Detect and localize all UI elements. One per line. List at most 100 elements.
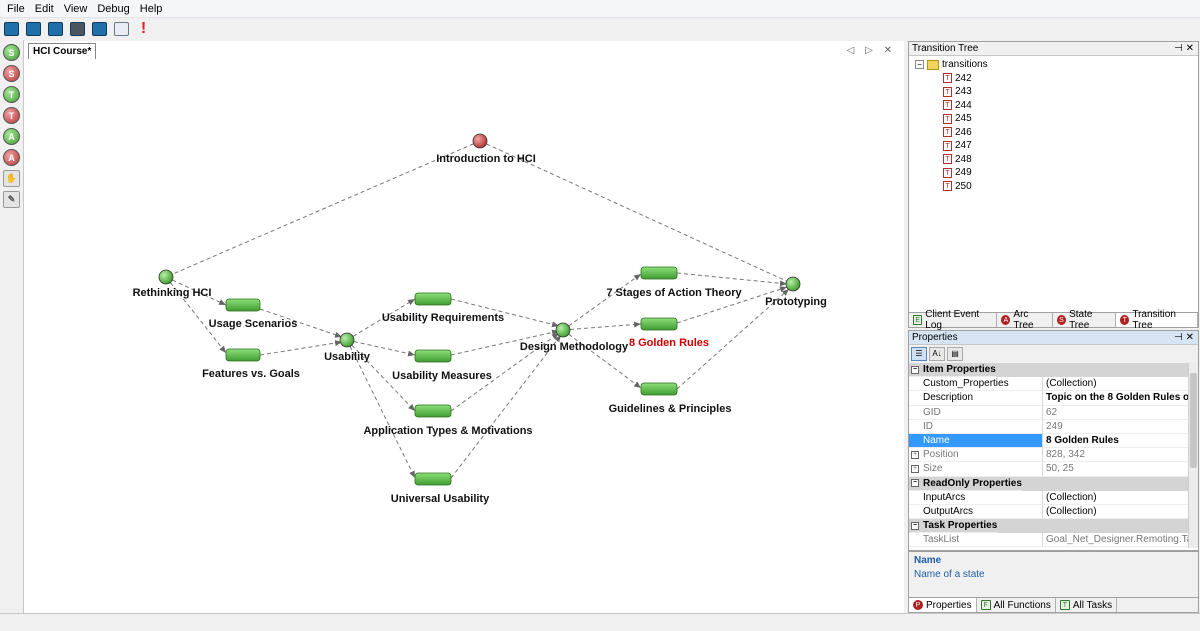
arc[interactable] — [165, 140, 481, 278]
expand-icon[interactable]: + — [911, 450, 919, 459]
menu-debug[interactable]: Debug — [97, 2, 130, 15]
alphabetical-icon[interactable]: A↓ — [929, 347, 945, 361]
property-value[interactable]: Topic on the 8 Golden Rules of HC — [1043, 391, 1198, 406]
arc-tool-a-icon[interactable]: A — [3, 128, 20, 145]
transition-guidelines[interactable]: Guidelines & Principles — [609, 382, 732, 415]
transition-usage[interactable]: Usage Scenarios — [209, 298, 298, 330]
arc[interactable] — [450, 332, 560, 412]
save-button[interactable] — [46, 20, 65, 38]
state-intro[interactable]: Introduction to HCI — [436, 133, 536, 165]
property-grid-scrollbar[interactable] — [1188, 363, 1198, 548]
document-tab-nav[interactable]: ◁ ▷ ✕ — [846, 45, 896, 56]
arc[interactable] — [562, 321, 642, 331]
expand-icon[interactable]: + — [911, 464, 919, 473]
menu-file[interactable]: File — [7, 2, 25, 15]
design-canvas[interactable]: HCI Course* ◁ ▷ ✕ — [24, 41, 904, 613]
pointer-tool-icon[interactable]: ✎ — [3, 191, 20, 208]
arc[interactable] — [346, 339, 416, 479]
property-value[interactable]: (Collection) — [1043, 505, 1198, 520]
panel-controls[interactable]: ⊣ ✕ — [1174, 332, 1194, 343]
document-tab[interactable]: HCI Course* — [28, 43, 97, 59]
state-rethinking[interactable]: Rethinking HCI — [133, 269, 212, 299]
grid-button[interactable] — [112, 20, 131, 38]
property-pages-icon[interactable]: ▤ — [947, 347, 963, 361]
categorized-icon[interactable]: ☰ — [911, 347, 927, 361]
arc[interactable] — [562, 273, 642, 331]
scrollbar-thumb[interactable] — [1190, 373, 1197, 468]
transition-usreq[interactable]: Usability Requirements — [382, 292, 504, 324]
transition-tool-t-icon[interactable]: T — [3, 86, 20, 103]
hand-tool-icon[interactable]: ✋ — [3, 170, 20, 187]
arc[interactable] — [676, 272, 788, 287]
collapse-icon[interactable]: − — [911, 521, 919, 530]
transition-apptypes[interactable]: Application Types & Motivations — [363, 404, 533, 437]
state-usability[interactable]: Usability — [324, 332, 371, 363]
property-value[interactable]: (Collection) — [1043, 491, 1198, 505]
new-button[interactable] — [2, 20, 21, 38]
arc[interactable] — [450, 298, 560, 328]
menu-edit[interactable]: Edit — [34, 2, 54, 15]
property-row[interactable]: OutputArcs(Collection) — [909, 504, 1198, 520]
arc-tool-a-red-icon[interactable]: A — [3, 149, 20, 166]
transition-tool-t-red-icon[interactable]: T — [3, 107, 20, 124]
transition-golden[interactable]: 8 Golden Rules — [629, 317, 709, 349]
category-readonly-properties[interactable]: −ReadOnly Properties — [909, 476, 1198, 491]
arc[interactable] — [676, 286, 788, 324]
state-tool-s-red-icon[interactable]: S — [3, 65, 20, 82]
arc[interactable] — [479, 140, 794, 285]
menu-view[interactable]: View — [63, 2, 88, 15]
property-value[interactable]: (Collection) — [1043, 377, 1198, 392]
arc[interactable] — [259, 308, 343, 338]
collapse-icon[interactable]: − — [911, 479, 919, 488]
collapse-icon[interactable]: − — [911, 365, 919, 374]
paste-button[interactable] — [90, 20, 109, 38]
transition-usmeas[interactable]: Usability Measures — [392, 349, 492, 382]
tree-root[interactable]: − transitions — [915, 58, 1198, 72]
menu-help[interactable]: Help — [139, 2, 163, 15]
arc[interactable] — [346, 339, 416, 412]
property-row[interactable]: InputArcs(Collection) — [909, 490, 1198, 505]
property-row[interactable]: Custom_Properties(Collection) — [909, 377, 1198, 392]
open-button[interactable] — [24, 20, 43, 38]
arc[interactable] — [346, 298, 416, 341]
state-tool-s-icon[interactable]: S — [3, 44, 20, 61]
arc[interactable] — [562, 329, 642, 389]
category-task-properties[interactable]: −Task Properties — [909, 519, 1198, 534]
transition-universal[interactable]: Universal Usability — [391, 472, 490, 505]
collapse-icon[interactable]: − — [915, 60, 924, 70]
alert-button[interactable]: ! — [134, 20, 153, 38]
arc[interactable] — [450, 329, 560, 356]
arc[interactable] — [165, 276, 227, 354]
state-prototyping[interactable]: Prototyping — [765, 276, 827, 308]
panel-controls[interactable]: ⊣ ✕ — [1174, 43, 1194, 54]
arc[interactable] — [346, 339, 416, 357]
category-item-properties[interactable]: −Item Properties — [909, 363, 1198, 378]
state-design[interactable]: Design Methodology — [520, 322, 629, 353]
transition-stages[interactable]: 7 Stages of Action Theory — [606, 266, 743, 299]
arc[interactable] — [450, 334, 562, 479]
delete-button[interactable] — [68, 20, 87, 38]
